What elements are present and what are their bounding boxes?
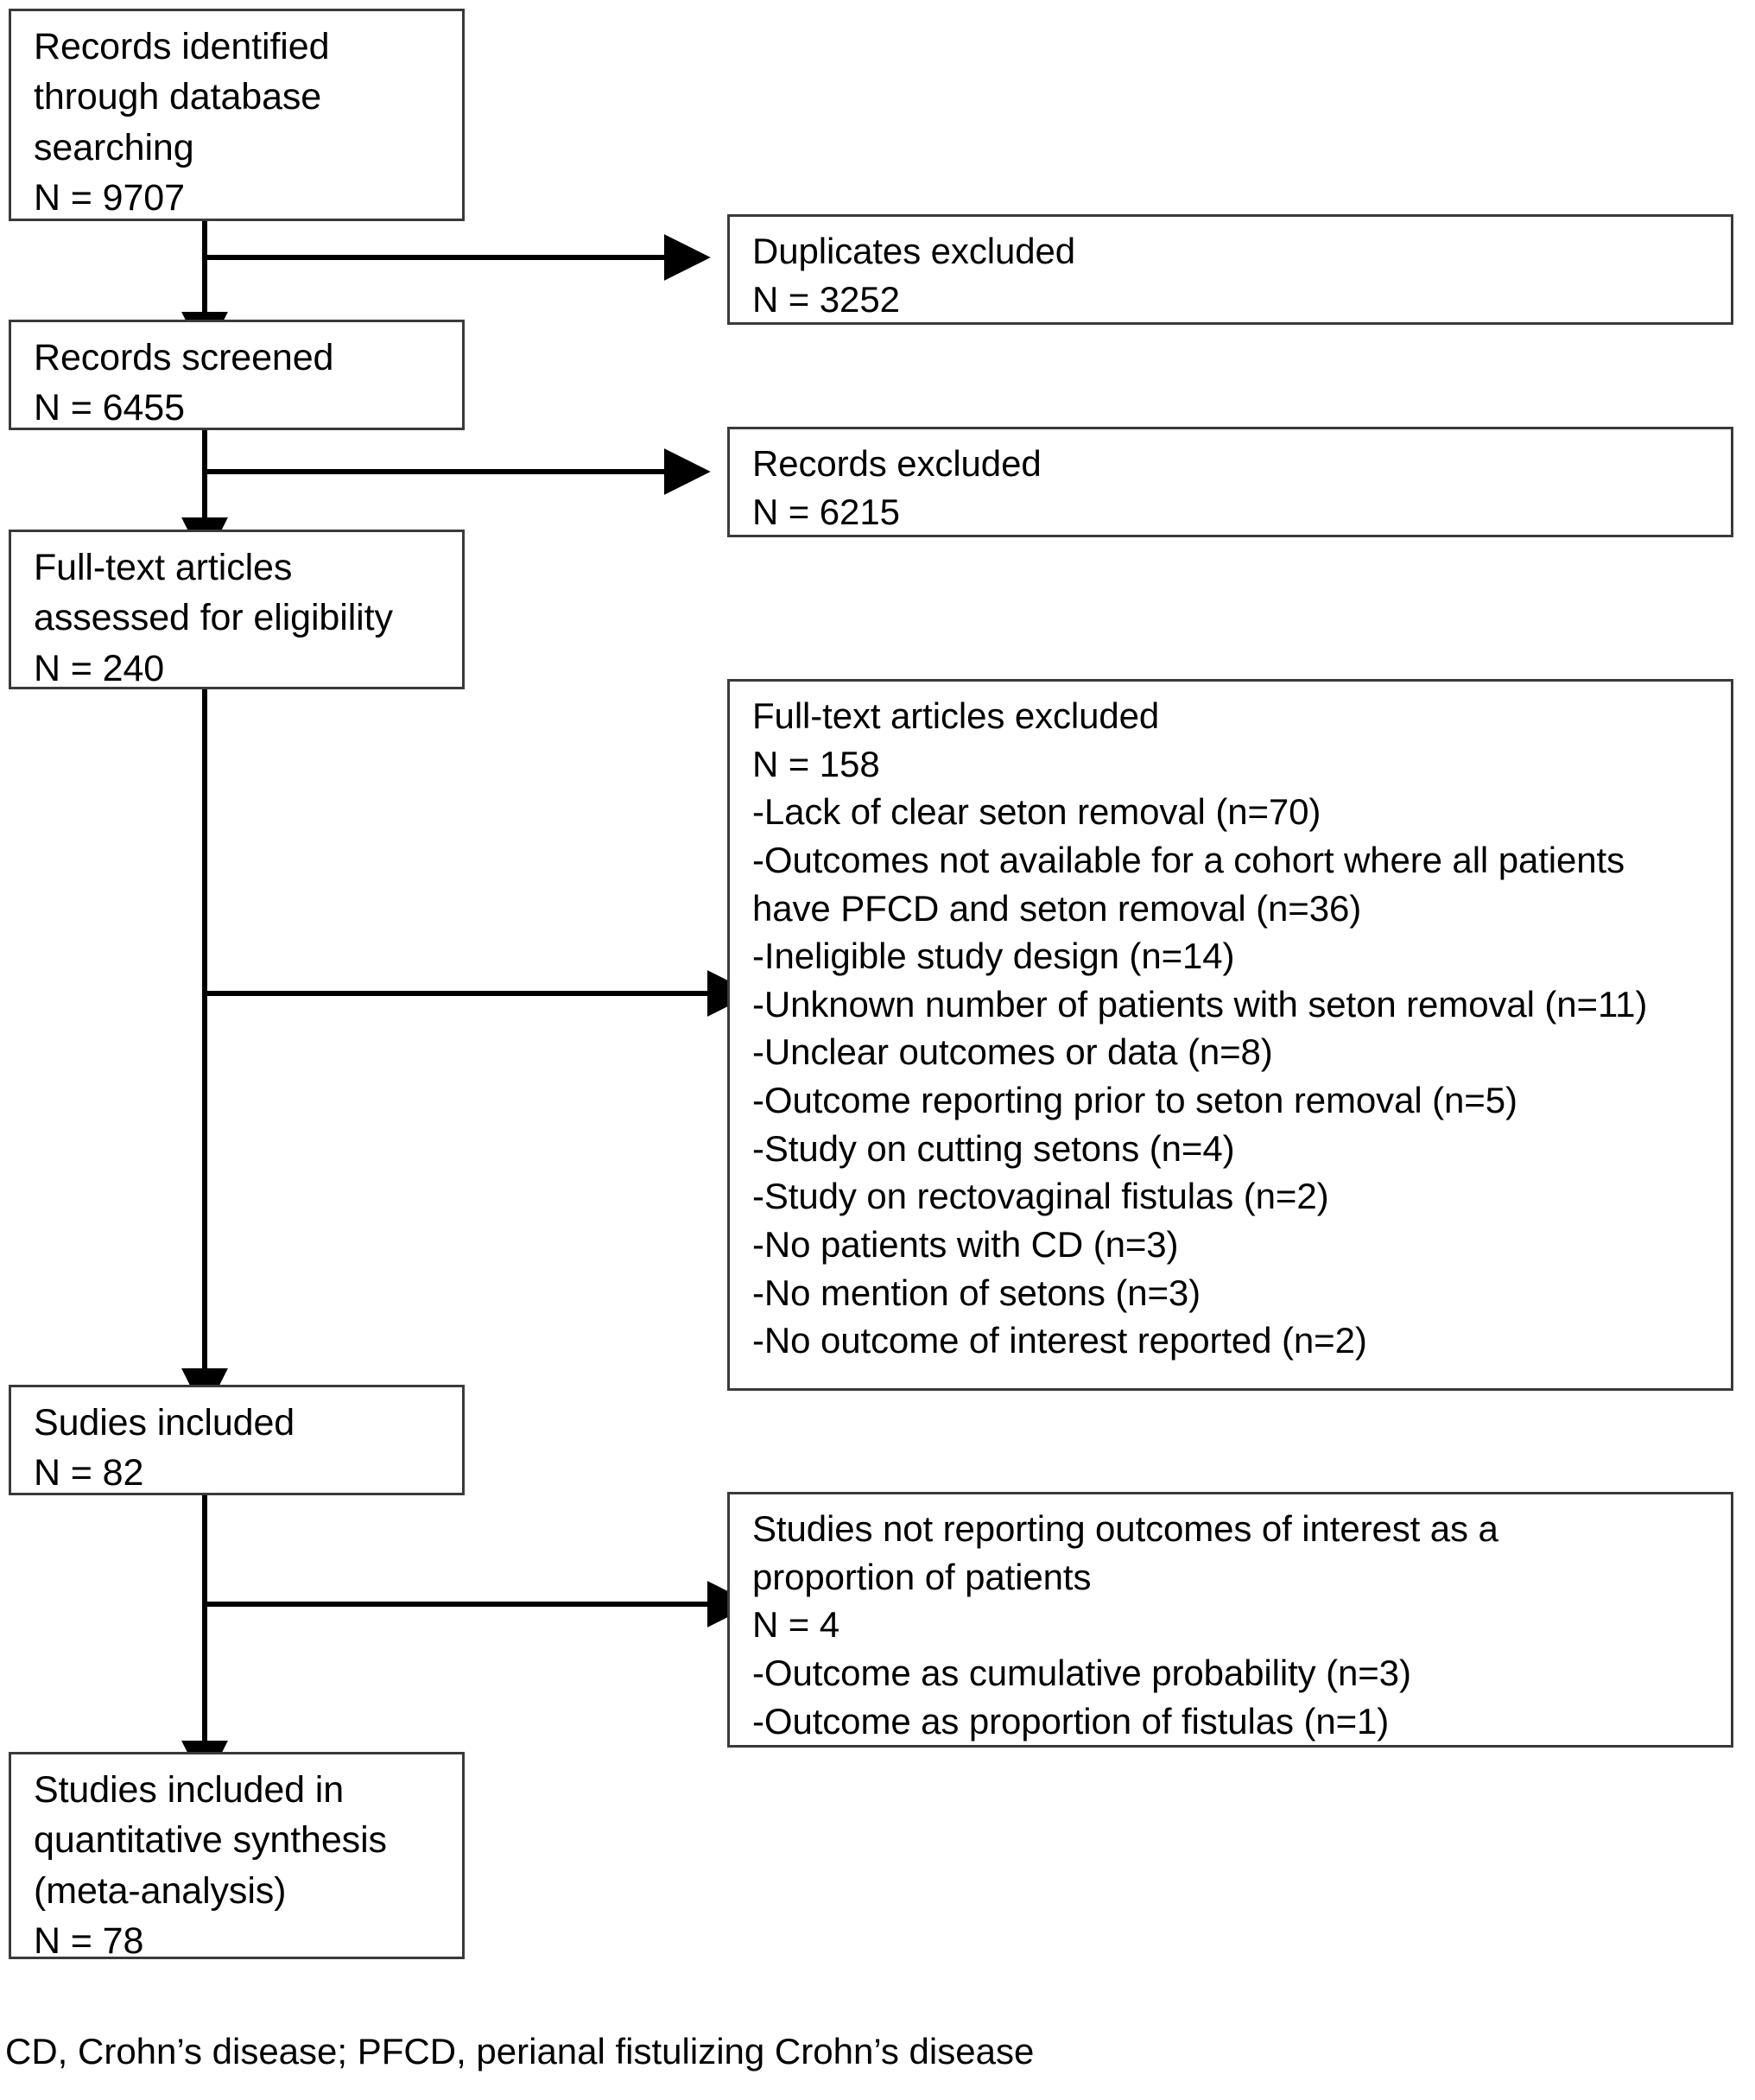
node-line: N = 3252: [752, 279, 900, 320]
diagram-footnote: CD, Crohn’s disease; PFCD, perianal fist…: [5, 2031, 1035, 2071]
node-line: Records screened: [34, 337, 334, 378]
node-line: -Outcome as proportion of fistulas (n=1): [752, 1700, 1390, 1742]
node-line: searching: [34, 126, 194, 168]
node-line: -Study on cutting setons (n=4): [752, 1127, 1235, 1169]
node-line: N = 9707: [34, 177, 185, 219]
node-line: (meta-analysis): [34, 1869, 287, 1912]
node-records-excluded: Records excluded N = 6215: [727, 427, 1733, 537]
node-line: N = 6215: [752, 492, 900, 533]
node-line: N = 158: [752, 743, 880, 784]
node-line: Full-text articles: [34, 547, 293, 588]
node-line: -Unclear outcomes or data (n=8): [752, 1031, 1273, 1073]
node-line: N = 4: [752, 1604, 840, 1646]
node-line: -Outcome reporting prior to seton remova…: [752, 1080, 1517, 1121]
node-line: Records identified: [34, 26, 330, 67]
node-line: -Study on rectovaginal fistulas (n=2): [752, 1176, 1329, 1217]
node-quantitative-synthesis: Studies included in quantitative synthes…: [9, 1752, 465, 1962]
node-line: Studies included in: [34, 1769, 345, 1811]
node-line: -Ineligible study design (n=14): [752, 936, 1235, 977]
node-line: through database: [34, 76, 322, 118]
node-line: N = 240: [34, 647, 165, 689]
node-line: -Lack of clear seton removal (n=70): [752, 791, 1321, 833]
node-line: N = 6455: [34, 387, 185, 429]
node-line: -No outcome of interest reported (n=2): [752, 1320, 1367, 1361]
node-line: -Outcome as cumulative probability (n=3): [752, 1652, 1411, 1693]
node-line: N = 82: [34, 1452, 144, 1494]
node-line: quantitative synthesis: [34, 1819, 387, 1862]
node-line: Records excluded: [752, 443, 1042, 484]
node-line: N = 78: [34, 1920, 144, 1963]
node-studies-included: Sudies included N = 82: [9, 1385, 465, 1495]
node-line: -Outcomes not available for a cohort whe…: [752, 839, 1625, 880]
node-records-identified: Records identified through database sear…: [9, 9, 465, 221]
node-line: Full-text articles excluded: [752, 695, 1160, 736]
node-line: Duplicates excluded: [752, 231, 1075, 271]
node-full-text-assessed: Full-text articles assessed for eligibil…: [9, 530, 465, 689]
node-duplicates-excluded: Duplicates excluded N = 3252: [727, 214, 1733, 325]
node-line: Studies not reporting outcomes of intere…: [752, 1508, 1498, 1549]
node-records-screened: Records screened N = 6455: [9, 320, 465, 430]
node-line: -Unknown number of patients with seton r…: [752, 983, 1648, 1025]
node-line: proportion of patients: [752, 1556, 1092, 1597]
node-line: assessed for eligibility: [34, 597, 393, 639]
node-line: -No mention of setons (n=3): [752, 1272, 1201, 1313]
node-line: have PFCD and seton removal (n=36): [752, 887, 1362, 929]
node-line: Sudies included: [34, 1402, 295, 1443]
node-studies-not-reporting: Studies not reporting outcomes of intere…: [727, 1492, 1733, 1748]
node-full-text-excluded: Full-text articles excluded N = 158 -Lac…: [727, 679, 1733, 1391]
node-line: -No patients with CD (n=3): [752, 1224, 1179, 1266]
